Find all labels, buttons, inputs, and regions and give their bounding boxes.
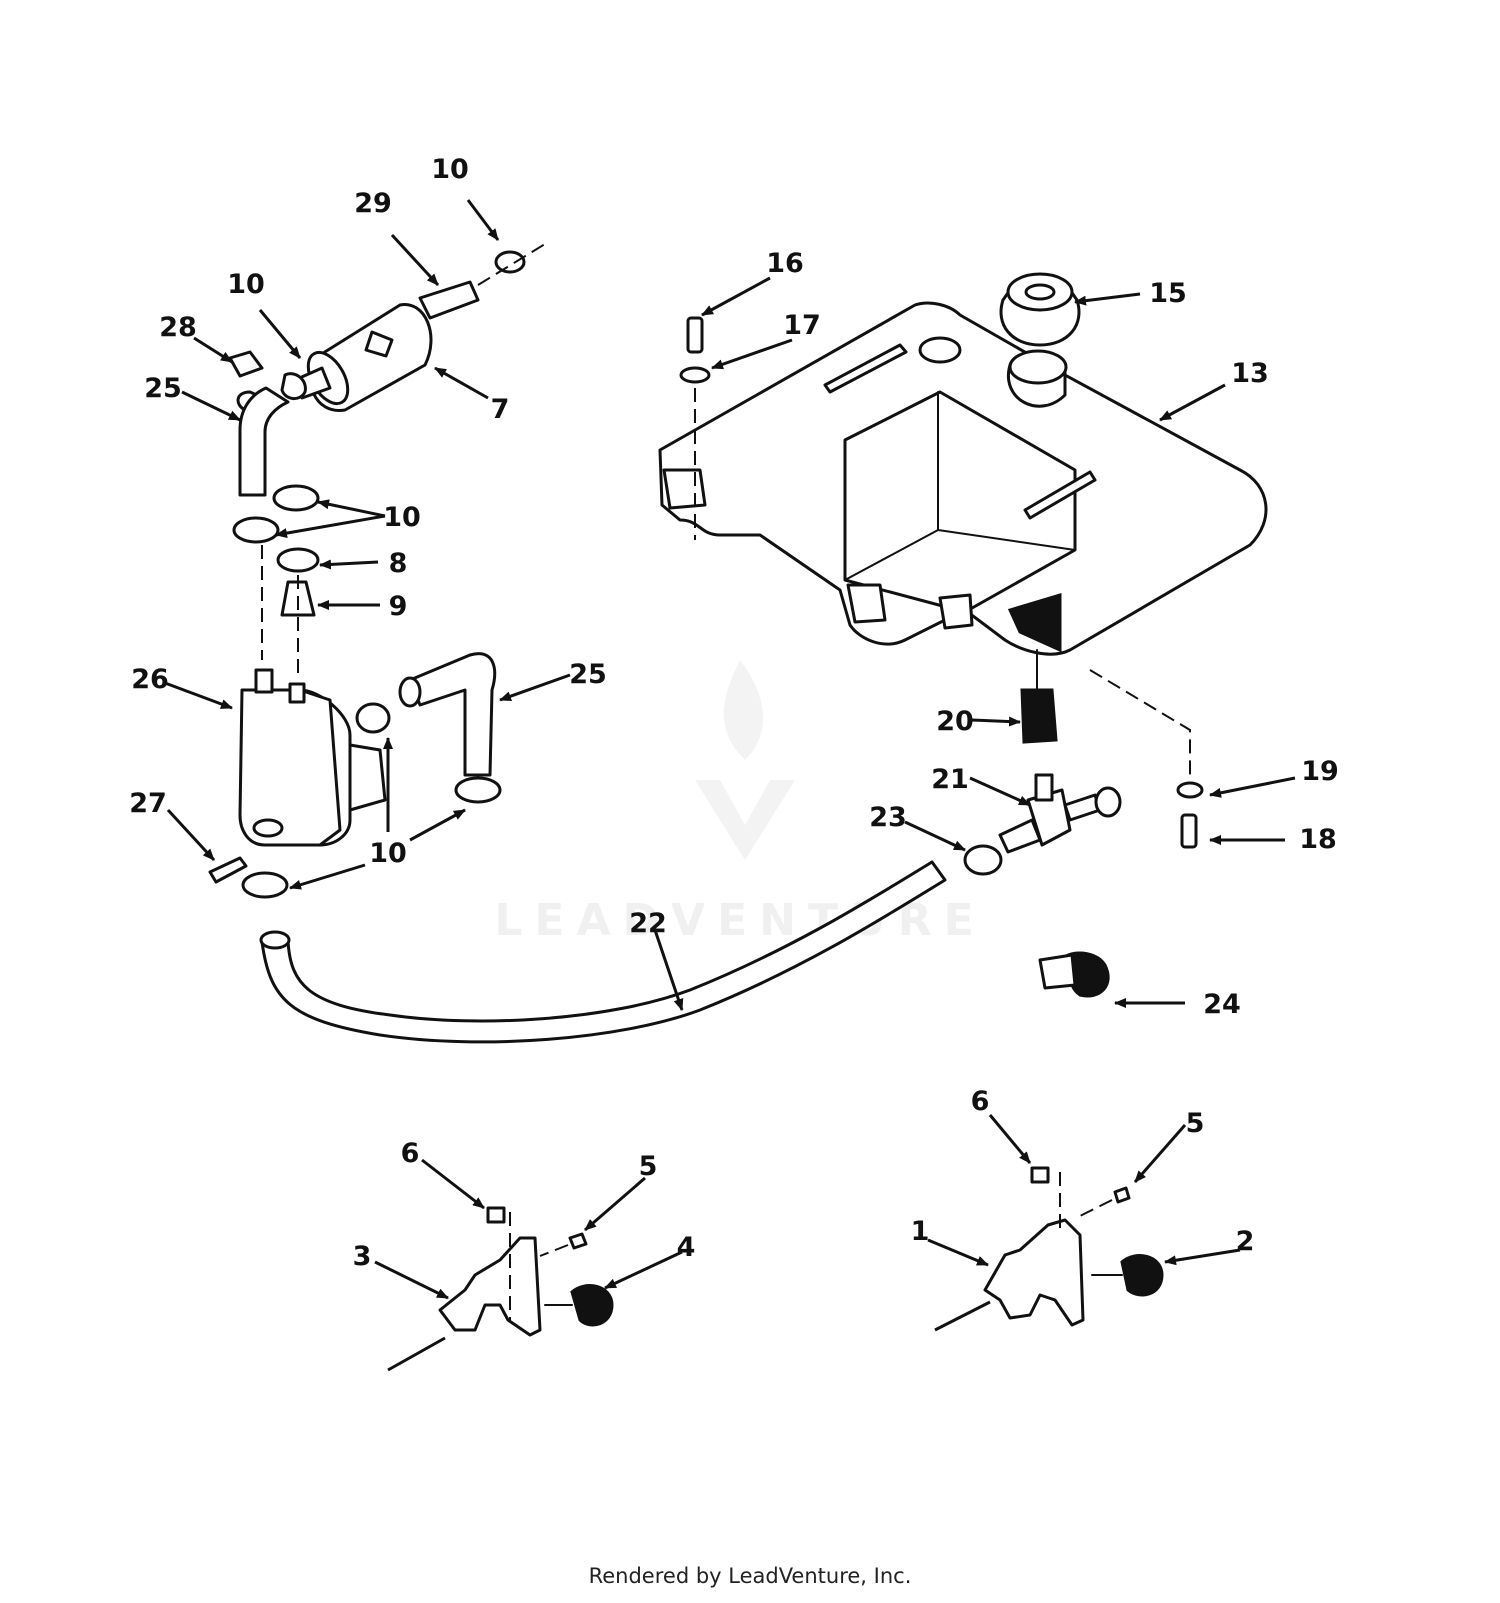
callout-2: 2: [1236, 1226, 1255, 1257]
callout-18: 18: [1299, 824, 1337, 855]
callout-20: 20: [936, 706, 974, 737]
callout-labels: 10 29 10 28 25 7 10 8 9 26 25 27 10 16 1…: [129, 154, 1339, 1272]
fuel-pump: [208, 668, 391, 884]
callout-13: 13: [1231, 358, 1269, 389]
callout-19: 19: [1301, 756, 1339, 787]
callout-6: 6: [971, 1086, 990, 1117]
fuel-line: [259, 860, 947, 1044]
callout-10: 10: [431, 154, 469, 185]
callout-8: 8: [389, 548, 408, 579]
fuel-tank: [658, 301, 1268, 656]
callout-5: 5: [639, 1151, 658, 1182]
callout-21: 21: [931, 764, 969, 795]
callout-28: 28: [159, 312, 197, 343]
leader-arrows: [164, 199, 1296, 1300]
callout-25: 25: [144, 373, 182, 404]
callout-17: 17: [783, 310, 821, 341]
callout-7: 7: [491, 394, 510, 425]
callout-10: 10: [227, 269, 265, 300]
callout-6: 6: [401, 1138, 420, 1169]
bracket-right: [934, 1166, 1164, 1332]
watermark-text: LEADVENTURE: [494, 895, 985, 946]
hose-elbow: [241, 652, 502, 899]
callout-27: 27: [129, 788, 167, 819]
callout-10: 10: [369, 838, 407, 869]
line-clip: [1038, 951, 1110, 998]
callout-1: 1: [911, 1216, 930, 1247]
callout-3: 3: [353, 1241, 372, 1272]
hose-clamps-upper: [232, 484, 320, 680]
fuel-cap: [999, 272, 1081, 347]
fuel-filter-assembly: [228, 243, 546, 497]
callout-29: 29: [354, 188, 392, 219]
callout-22: 22: [629, 908, 667, 939]
watermark-logo: [695, 660, 795, 860]
callout-15: 15: [1149, 278, 1187, 309]
bolts-washers: [679, 316, 1204, 849]
callout-4: 4: [677, 1232, 696, 1263]
callout-16: 16: [766, 248, 804, 279]
bracket-left: [387, 1206, 614, 1372]
callout-9: 9: [389, 591, 408, 622]
callout-26: 26: [131, 664, 169, 695]
callout-24: 24: [1203, 989, 1241, 1020]
callout-5: 5: [1186, 1108, 1205, 1139]
callout-23: 23: [869, 802, 907, 833]
shutoff-valve: [963, 649, 1122, 876]
callout-25: 25: [569, 659, 607, 690]
footer-credit: Rendered by LeadVenture, Inc.: [588, 1564, 912, 1588]
callout-10: 10: [383, 502, 421, 533]
